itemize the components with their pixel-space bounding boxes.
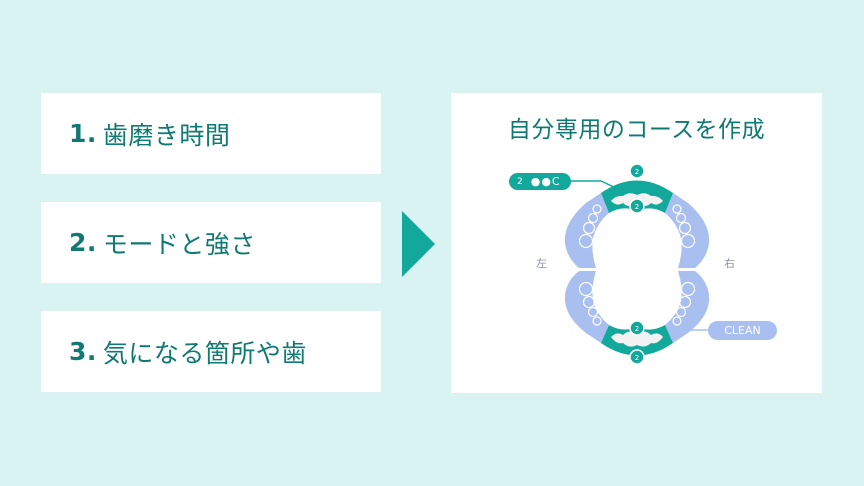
badge-lower-outer: 2 [629, 349, 645, 365]
step-brushing-time[interactable]: 1. 歯磨き時間 [41, 93, 381, 174]
svg-text:2: 2 [635, 325, 639, 333]
svg-text:2: 2 [635, 203, 639, 211]
step-label: 歯磨き時間 [102, 120, 231, 150]
step-label: モードと強さ [102, 229, 256, 259]
step-mode-strength[interactable]: 2. モードと強さ [41, 202, 381, 283]
lower-arch [564, 271, 710, 356]
badge-upper-inner: 2 [629, 198, 645, 214]
left-side-label: 左 [536, 257, 547, 270]
dental-chart[interactable]: 2 2 2 2 [451, 93, 822, 393]
badge-upper-outer: 2 [629, 163, 645, 179]
custom-course-panel: 自分専用のコースを作成 [451, 93, 822, 393]
step-number: 1. [69, 119, 97, 148]
step-focus-areas[interactable]: 3. 気になる箇所や歯 [41, 311, 381, 392]
clean-mode-tag[interactable]: CLEAN [708, 321, 777, 340]
arrow-right-icon [402, 211, 435, 277]
svg-text:2: 2 [635, 354, 639, 362]
upper-arch [564, 180, 710, 268]
right-side-label: 右 [724, 257, 735, 270]
svg-text:2: 2 [635, 168, 639, 176]
intensity-level: 2 [517, 176, 523, 187]
step-number: 2. [69, 228, 97, 257]
badge-lower-inner: 2 [629, 320, 645, 336]
panel-title: 自分専用のコースを作成 [507, 117, 766, 143]
mode-indicator: ●●C [530, 175, 561, 188]
step-number: 3. [69, 337, 97, 366]
step-label: 気になる箇所や歯 [102, 338, 307, 368]
upper-setting-tag[interactable]: 2 ●●C [509, 173, 571, 190]
